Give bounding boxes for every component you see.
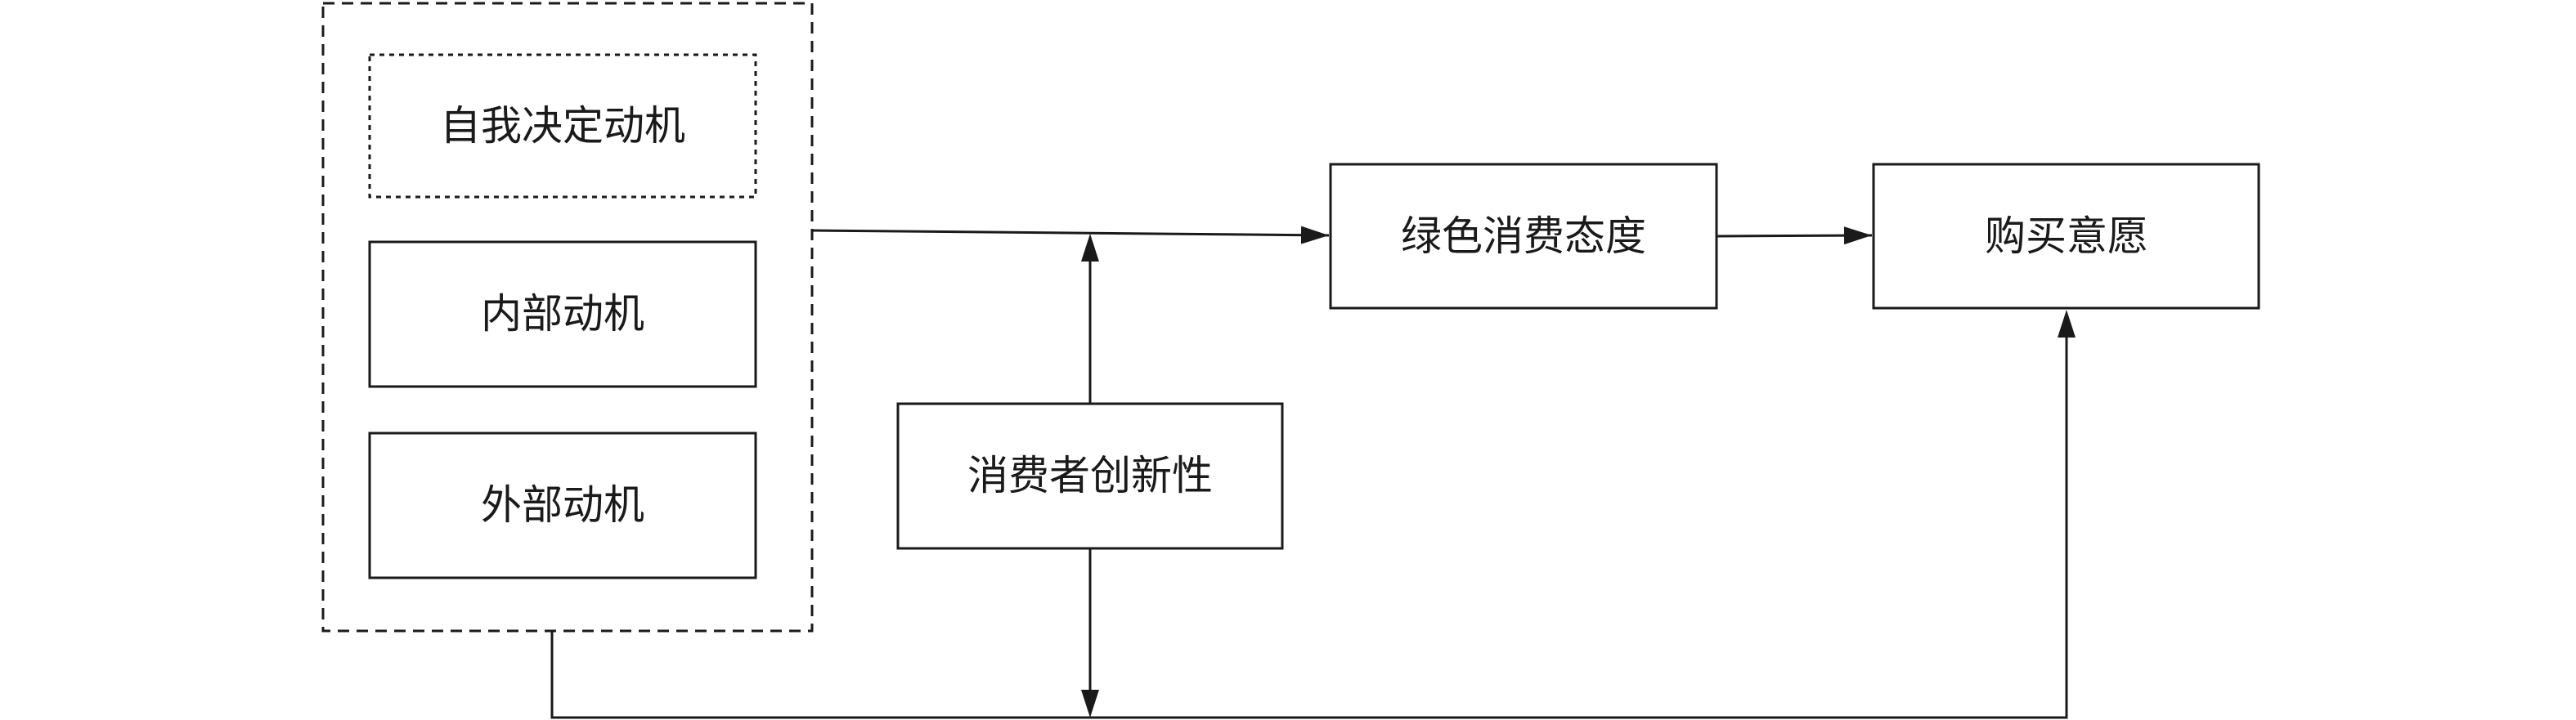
arrowhead-moderation-down xyxy=(1081,690,1099,718)
node-purchase-intention-box xyxy=(1872,163,2260,310)
node-self-determined-motivation-box xyxy=(368,53,757,199)
node-consumer-innovativeness-label: 消费者创新性 xyxy=(967,452,1213,499)
node-self-determined-motivation: 自我决定动机 xyxy=(368,53,757,199)
node-purchase-intention: 购买意愿 xyxy=(1872,163,2260,310)
node-external-motivation-box xyxy=(368,432,757,579)
node-external-motivation-label: 外部动机 xyxy=(481,481,644,529)
node-purchase-intention-label: 购买意愿 xyxy=(1985,212,2148,260)
arrowhead-to-intention xyxy=(2058,310,2076,338)
edge-motivation-to-intention xyxy=(550,337,2068,719)
motivation-group-frame xyxy=(321,2,814,633)
node-external-motivation: 外部动机 xyxy=(368,432,757,579)
node-internal-motivation: 内部动机 xyxy=(368,240,757,388)
node-internal-motivation-box xyxy=(368,240,757,388)
node-consumer-innovativeness: 消费者创新性 xyxy=(896,402,1284,550)
node-internal-motivation-label: 内部动机 xyxy=(481,290,644,338)
arrowhead-moderation-up xyxy=(1081,234,1099,262)
edge-attitude-to-intention xyxy=(1716,226,1873,245)
node-self-determined-motivation-label: 自我决定动机 xyxy=(440,102,685,150)
edge-motivation-to-attitude xyxy=(811,226,1330,244)
node-green-consumption-attitude-label: 绿色消费态度 xyxy=(1401,212,1646,260)
node-green-consumption-attitude: 绿色消费态度 xyxy=(1329,163,1718,310)
